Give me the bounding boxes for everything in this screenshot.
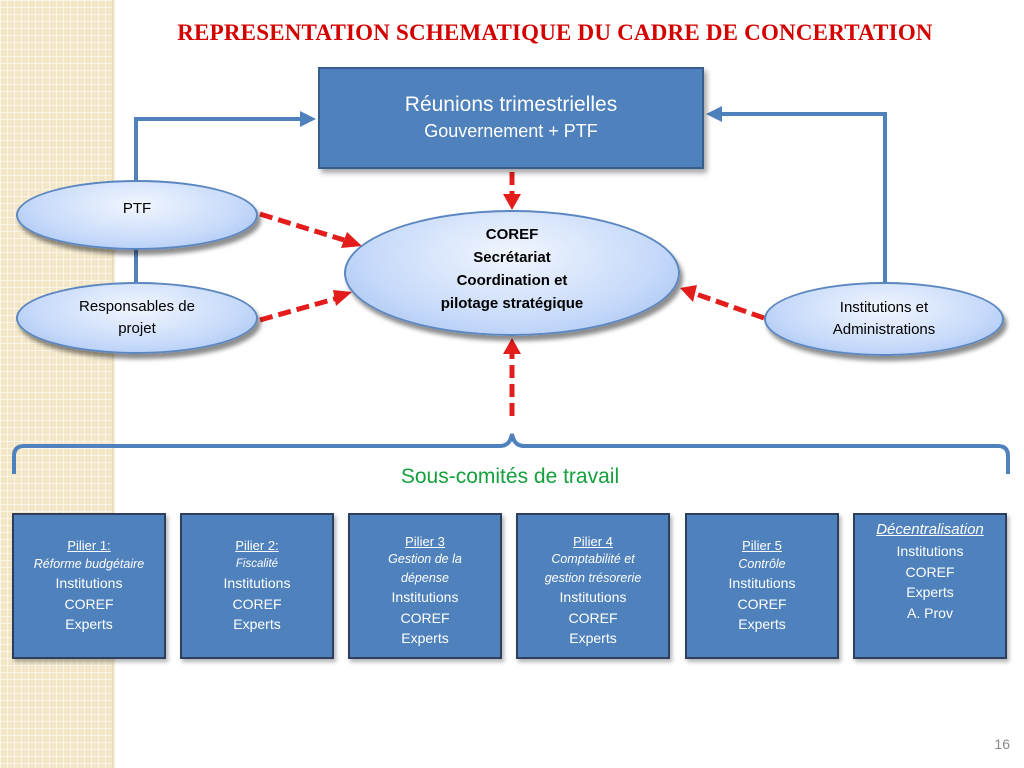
pillar-4-subject-line1: Comptabilité et: [551, 552, 635, 566]
pillar-4-heading: Pilier 4: [573, 534, 613, 549]
responsables-label-line1: Responsables de: [79, 298, 195, 315]
pillar-3-heading: Pilier 3: [405, 534, 445, 549]
pillar-5-member: COREF: [737, 595, 787, 612]
pillar-4-box: Pilier 4 Comptabilité et gestion trésore…: [516, 513, 670, 659]
dashed-arrow-responsables-to-coref: [259, 295, 339, 323]
sous-comites-title: Sous-comités de travail: [400, 465, 620, 488]
pillar-1-heading: Pilier 1:: [67, 538, 111, 554]
pillar-3-subject-line2: dépense: [401, 570, 449, 585]
arrowhead-ptf-to-meetings: [300, 111, 316, 127]
pillar-2-member: COREF: [232, 595, 282, 612]
connector-institutions-to-meetings: [712, 112, 887, 283]
pillar-3-member: Institutions: [391, 589, 459, 605]
pillar-3-box: Pilier 3 Gestion de la dépense Instituti…: [348, 513, 502, 659]
pillar-4-subject-line2: gestion trésorerie: [544, 570, 642, 585]
pillar-4-member: Institutions: [559, 589, 627, 605]
ptf-label: PTF: [122, 200, 152, 217]
coref-label-line4: pilotage stratégique: [440, 295, 584, 312]
quarterly-meetings-participants: Gouvernement + PTF: [424, 121, 598, 141]
pillar-5-box: Pilier 5 Contrôle Institutions COREF Exp…: [685, 513, 839, 659]
slide-title: REPRESENTATION SCHEMATIQUE DU CADRE DE C…: [177, 20, 933, 45]
dashed-arrow-institutions-to-coref: [695, 291, 765, 321]
page-number: 16: [994, 736, 1010, 752]
pillar-3-member: COREF: [400, 609, 450, 626]
decentralisation-member: A. Prov: [907, 604, 953, 621]
coref-label-line2: Secrétariat: [473, 249, 551, 266]
institutions-label-line1: Institutions et: [839, 299, 929, 316]
pillar-3-member: Experts: [401, 630, 449, 646]
pillar-5-heading: Pilier 5: [742, 538, 782, 554]
responsables-node: Responsables de projet: [16, 282, 258, 354]
arrowhead-institutions-to-meetings: [706, 106, 722, 122]
pillar-4-member: COREF: [568, 609, 618, 626]
pillar-5-member: Experts: [738, 616, 786, 633]
pillar-4-member: Experts: [569, 630, 617, 646]
pillar-1-member: Institutions: [55, 575, 123, 592]
arrowhead-subcommittees-to-coref: [503, 338, 521, 354]
pillar-1-box: Pilier 1: Réforme budgétaire Institution…: [12, 513, 166, 659]
decentralisation-member: COREF: [905, 563, 955, 580]
pillar-2-heading: Pilier 2:: [235, 538, 279, 554]
pillar-2-member: Experts: [233, 616, 281, 633]
pillar-5-member: Institutions: [728, 575, 796, 592]
arrowhead-responsables-to-coref: [333, 290, 352, 306]
dashed-arrow-ptf-to-coref: [259, 211, 345, 243]
pillar-1-subject: Réforme budgétaire: [33, 557, 145, 572]
connector-ptf-to-meetings: [134, 117, 312, 184]
decentralisation-member: Institutions: [896, 543, 964, 559]
sous-comites-brace: [12, 433, 1010, 474]
coref-node: COREF Secrétariat Coordination et pilota…: [344, 210, 680, 336]
pillar-1-member: COREF: [64, 595, 114, 612]
pillar-5-subject: Contrôle: [738, 557, 786, 572]
quarterly-meetings-label: Réunions trimestrielles: [404, 93, 618, 116]
decorative-strip-edge: [112, 0, 116, 768]
arrowhead-institutions-to-coref: [680, 285, 697, 302]
pillar-1-member: Experts: [65, 616, 113, 633]
decentralisation-heading: Décentralisation: [876, 521, 984, 538]
pillar-3-subject-line1: Gestion de la: [388, 552, 462, 566]
coref-label-line1: COREF: [485, 226, 539, 243]
decentralisation-member: Experts: [906, 584, 954, 600]
coref-label-line3: Coordination et: [456, 272, 568, 289]
institutions-label-line2: Administrations: [832, 321, 936, 338]
arrowhead-meetings-to-coref: [503, 194, 521, 210]
responsables-label-line2: projet: [118, 320, 156, 337]
ptf-node: PTF: [16, 180, 258, 250]
quarterly-meetings-box: Réunions trimestrielles Gouvernement + P…: [318, 67, 704, 169]
pillar-2-box: Pilier 2: Fiscalité Institutions COREF E…: [180, 513, 334, 659]
arrowhead-ptf-to-coref: [341, 232, 362, 248]
institutions-node: Institutions et Administrations: [764, 282, 1004, 356]
pillar-2-subject: Fiscalité: [235, 558, 279, 571]
pillar-2-member: Institutions: [223, 575, 291, 592]
decentralisation-box: Décentralisation Institutions COREF Expe…: [853, 513, 1007, 659]
